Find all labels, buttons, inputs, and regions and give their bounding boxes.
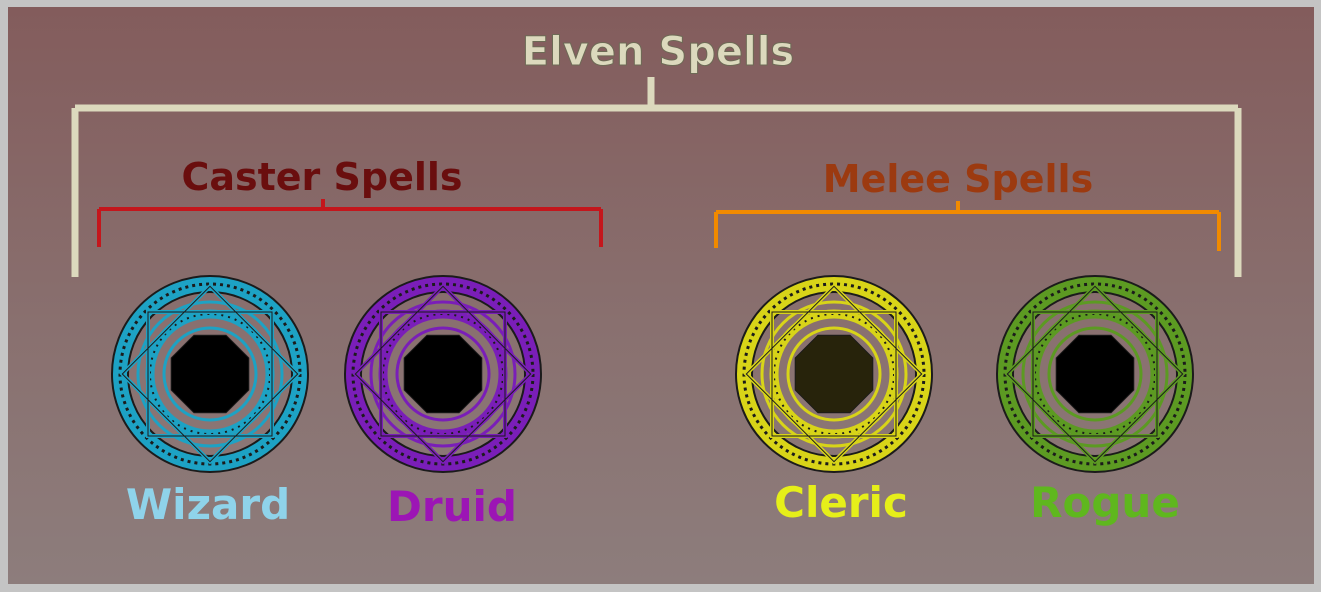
class-node-cleric[interactable]: Cleric	[735, 275, 933, 527]
spell-tree-diagram: Elven Spells Caster Spells Melee Spells …	[71, 29, 1242, 531]
title-elven-spells: Elven Spells	[522, 29, 794, 75]
class-label-rogue: Rogue	[1030, 478, 1180, 527]
cleric-rune-circle-icon	[735, 275, 933, 473]
group-label-melee-spells: Melee Spells	[823, 157, 1093, 201]
diagram-canvas: Elven Spells Caster Spells Melee Spells …	[8, 7, 1314, 584]
caster-spells-bracket	[97, 199, 603, 247]
rogue-rune-circle-icon	[996, 275, 1194, 473]
class-node-rogue[interactable]: Rogue	[996, 275, 1194, 527]
class-node-wizard[interactable]: Wizard	[111, 275, 309, 529]
wizard-rune-circle-icon	[111, 275, 309, 473]
class-label-cleric: Cleric	[774, 478, 908, 527]
class-label-wizard: Wizard	[126, 480, 290, 529]
root-bracket	[71, 77, 1242, 277]
melee-spells-bracket	[714, 201, 1221, 251]
class-label-druid: Druid	[387, 482, 517, 531]
druid-rune-circle-icon	[344, 275, 542, 473]
class-node-druid[interactable]: Druid	[344, 275, 542, 531]
group-label-caster-spells: Caster Spells	[181, 155, 462, 199]
